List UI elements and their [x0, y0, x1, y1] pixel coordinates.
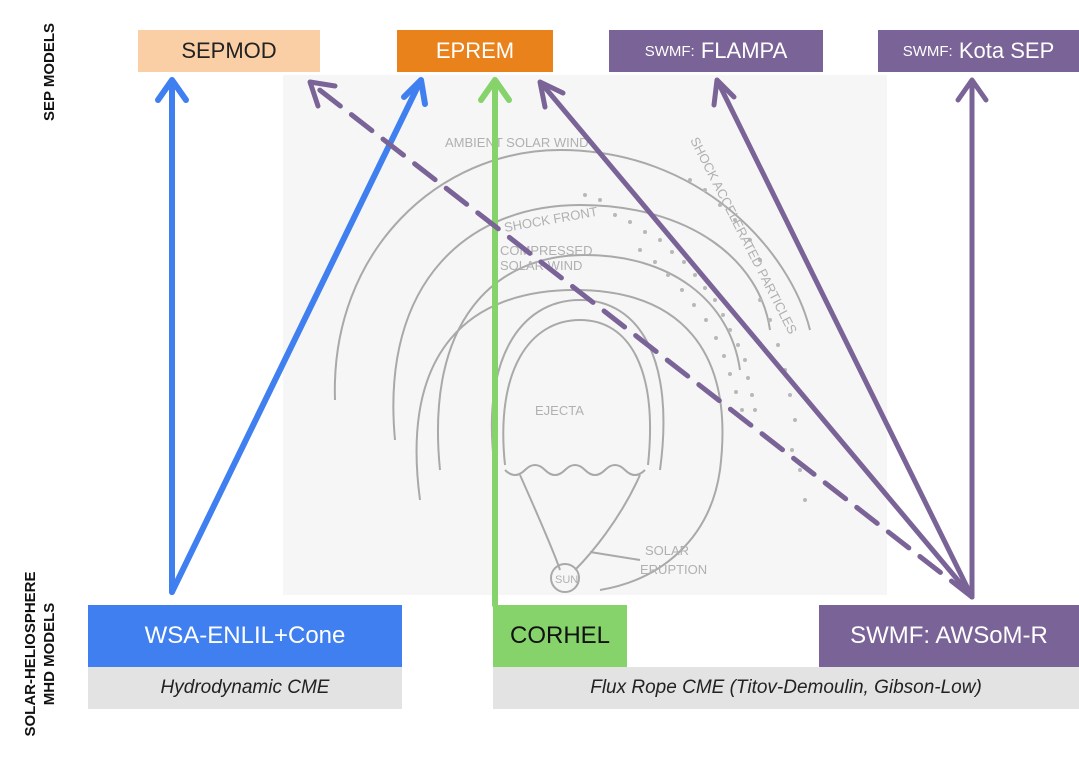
sun-circle	[550, 563, 580, 593]
sketch-ambient-label: AMBIENT SOLAR WIND	[445, 135, 589, 150]
sketch-sun-label: SUN	[555, 574, 578, 586]
eruption-pointer	[589, 551, 641, 561]
awsom-to-eprem-arrow	[539, 81, 975, 600]
compressed-wind-arc	[437, 253, 741, 471]
corhel-box: CORHEL	[493, 605, 627, 667]
sketch-eruption-label-2: ERUPTION	[640, 562, 707, 577]
sketch-ejecta-label: EJECTA	[535, 403, 584, 418]
sepmod-box: SEPMOD	[138, 30, 320, 72]
awsom-to-sepmod-arrowhead	[307, 79, 338, 109]
awsom-to-flampa-arrowhead	[711, 77, 737, 108]
eprem-box: EPREM	[397, 30, 553, 72]
eruption-leg-right	[574, 474, 641, 571]
eprem-label: EPREM	[435, 38, 515, 63]
wsa-to-sepmod-arrowhead	[155, 77, 189, 103]
swmf-awsom-box: SWMF: AWSoM-R	[819, 605, 1079, 667]
flampa-prefix: SWMF:	[644, 42, 695, 60]
awsom-to-kota-arrowhead	[955, 77, 989, 103]
awsom-to-flampa-arrow	[715, 79, 975, 600]
flampa-label: FLAMPA	[700, 38, 788, 63]
sketch-eruption-label-1: SOLAR	[645, 543, 689, 558]
swmf-awsom-label: SWMF: AWSoM-R	[850, 622, 1048, 649]
eruption-leg-left	[519, 474, 561, 571]
wsa-enlil-box: WSA-ENLIL+Cone	[88, 605, 402, 667]
outer-loop-arc	[415, 288, 724, 591]
kota-label: Kota SEP	[958, 38, 1055, 63]
flampa-box: SWMF: FLAMPA	[609, 30, 823, 72]
flux-rope-cme-label: Flux Rope CME (Titov-Demoulin, Gibson-Lo…	[590, 677, 982, 698]
sepmod-label: SEPMOD	[181, 38, 277, 63]
hydrodynamic-cme-bar: Hydrodynamic CME	[88, 667, 402, 709]
corhel-label: CORHEL	[509, 622, 611, 649]
flux-rope-cme-bar: Flux Rope CME (Titov-Demoulin, Gibson-Lo…	[493, 667, 1079, 709]
awsom-to-sepmod-dashed-arrow	[309, 81, 975, 600]
ejecta-inner-loop	[502, 318, 652, 466]
shock-front-arc	[392, 203, 771, 441]
wsa-to-eprem-arrowhead	[401, 77, 428, 107]
sketch-compressed-label-2: SOLAR WIND	[500, 258, 582, 273]
hydrodynamic-cme-label: Hydrodynamic CME	[160, 677, 330, 698]
corhel-to-eprem-arrowhead	[478, 77, 512, 103]
kota-prefix: SWMF:	[902, 42, 953, 60]
kota-sep-box: SWMF: Kota SEP	[878, 30, 1079, 72]
ejecta-wave	[504, 464, 646, 476]
wsa-enlil-label: WSA-ENLIL+Cone	[144, 622, 346, 649]
ambient-wind-arc	[333, 148, 811, 401]
wsa-to-eprem-arrow	[169, 79, 423, 595]
awsom-to-eprem-arrowhead	[537, 79, 566, 110]
